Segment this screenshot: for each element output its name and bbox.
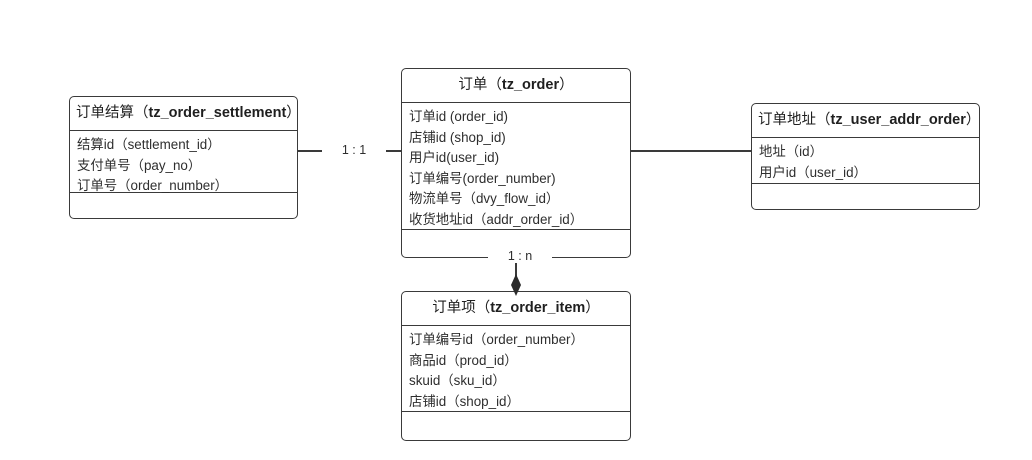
entity-title-table: tz_order_settlement [148,105,287,121]
entity-attributes-order: 订单id (order_id) 店铺id (shop_id) 用户id(user… [402,103,630,231]
entity-order[interactable]: 订单（tz_order） 订单id (order_id) 店铺id (shop_… [401,68,631,259]
entity-title-order-settlement: 订单结算（tz_order_settlement） [70,97,297,132]
entity-order-item[interactable]: 订单项（tz_order_item） 订单编号id（order_number） … [401,291,631,442]
attribute-row: 用户id(user_id) [409,150,500,166]
entity-title-table: tz_order_item [490,300,586,316]
entity-footer-order-address [752,184,979,209]
entity-order-address[interactable]: 订单地址（tz_user_addr_order） 地址（id） 用户id（use… [751,103,980,211]
entity-title-table: tz_order [501,77,560,93]
entity-title-order-item: 订单项（tz_order_item） [402,292,630,327]
attribute-row: 地址（id） [759,144,823,160]
entity-title-cn: 订单结算 [76,105,134,121]
entity-order-settlement[interactable]: 订单结算（tz_order_settlement） 结算id（settlemen… [69,96,298,220]
entity-attributes-order-item: 订单编号id（order_number） 商品id（prod_id） skuid… [402,326,630,413]
entity-title-cn: 订单地址 [758,112,816,128]
attribute-row: 订单号（order_number） [77,178,229,194]
entity-attributes-order-settlement: 结算id（settlement_id） 支付单号（pay_no） 订单号（ord… [70,131,297,194]
attribute-row: 用户id（user_id） [759,164,867,180]
relationship-label-order-item: 1 : n [488,249,552,263]
attribute-row: 店铺id (shop_id) [409,129,506,145]
attribute-row: 订单编号(order_number) [409,170,556,186]
attribute-row: 物流单号（dvy_flow_id） [409,191,560,207]
attribute-row: 订单编号id（order_number） [409,332,584,348]
entity-title-cn: 订单项 [432,300,476,316]
relationship-label-settlement-order: 1 : 1 [322,143,386,157]
attribute-row: 结算id（settlement_id） [77,137,221,153]
attribute-row: 店铺id（shop_id） [409,393,520,409]
attribute-row: 支付单号（pay_no） [77,157,202,173]
entity-footer-order-item [402,412,630,440]
entity-footer-order-settlement [70,193,297,218]
entity-title-order: 订单（tz_order） [402,69,630,104]
attribute-row: 商品id（prod_id） [409,352,518,368]
entity-title-cn: 订单 [458,77,488,93]
attribute-row: 订单id (order_id) [409,109,508,125]
filled-diamond-marker-icon [511,274,521,296]
attribute-row: skuid（sku_id） [409,373,506,389]
entity-title-order-address: 订单地址（tz_user_addr_order） [752,104,979,139]
entity-attributes-order-address: 地址（id） 用户id（user_id） [752,138,979,185]
attribute-row: 收货地址id（addr_order_id） [409,211,584,227]
entity-title-table: tz_user_addr_order [830,112,966,128]
connector-order-to-address [630,150,752,152]
